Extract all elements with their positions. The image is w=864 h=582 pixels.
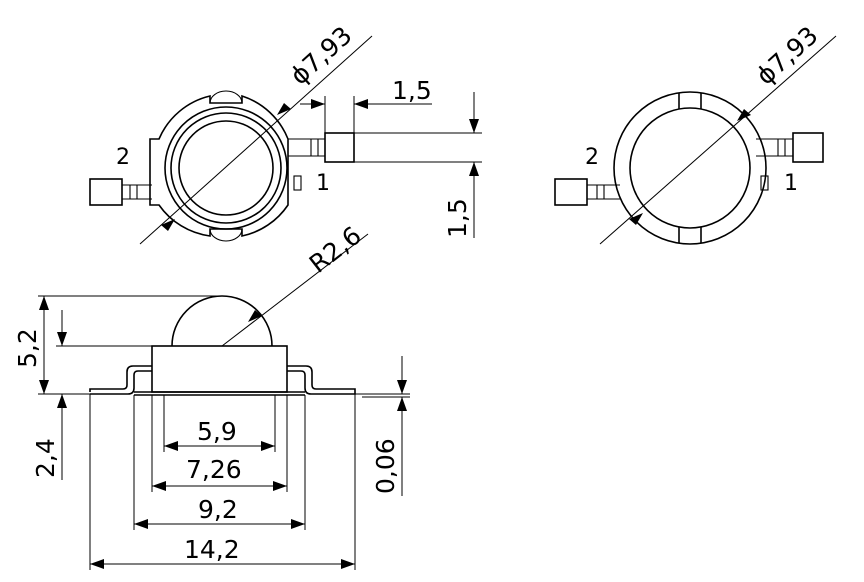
arrow-head <box>469 162 479 176</box>
arrow-head <box>629 213 643 225</box>
arrow-head <box>737 109 751 121</box>
notch-top <box>209 90 243 104</box>
pin-label-1: 1 <box>784 171 798 196</box>
diameter-label: ϕ7,93 <box>285 21 358 91</box>
notch-bottom <box>209 228 243 242</box>
body-ring-outer <box>613 91 767 245</box>
arrow-head <box>57 394 67 408</box>
thickness-label: 0,06 <box>371 438 400 494</box>
lead-right <box>287 365 356 395</box>
body-block <box>151 345 288 393</box>
arrow-head <box>397 397 407 411</box>
side-view: R2,6 5,2 2,4 0,06 <box>13 221 410 570</box>
body-ring-inner <box>629 107 751 229</box>
arrow-head <box>57 332 67 346</box>
lens-ring-middle <box>170 112 282 224</box>
height-total-label: 5,2 <box>13 328 42 368</box>
body-outline <box>149 94 289 237</box>
top-view-right: ϕ7,93 2 1 <box>554 21 837 245</box>
arrow-head <box>273 481 287 491</box>
lead-right <box>756 132 824 191</box>
lens-ring-outer <box>164 106 288 230</box>
lens-dome <box>171 295 273 347</box>
top-view-left: ϕ7,93 1,5 1,5 2 1 <box>89 21 482 245</box>
lead-left <box>89 178 152 206</box>
arrow-head <box>152 481 166 491</box>
arrow-head <box>354 99 368 109</box>
width-total-label: 14,2 <box>184 535 240 564</box>
arrow-head <box>291 519 305 529</box>
height-dim-label: 1,5 <box>443 198 472 238</box>
arrow-head <box>248 310 262 322</box>
arrow-head <box>90 559 104 569</box>
lead-right <box>288 132 355 191</box>
arrow-head <box>341 559 355 569</box>
arrow-head <box>397 380 407 394</box>
arrow-head <box>39 380 49 394</box>
width-inner-label: 5,9 <box>197 417 237 446</box>
arrow-head <box>311 99 325 109</box>
lead-left <box>89 365 152 395</box>
arrow-head <box>469 119 479 133</box>
width-dim-label: 1,5 <box>392 76 432 105</box>
width-body-label: 7,26 <box>186 455 242 484</box>
pin-label-2: 2 <box>116 145 130 170</box>
height-base-label: 2,4 <box>31 438 60 478</box>
arrow-head <box>164 441 178 451</box>
arrow-head <box>161 219 175 231</box>
lens-ring-inner <box>178 120 274 216</box>
diameter-label: ϕ7,93 <box>751 21 824 91</box>
pin-label-2: 2 <box>585 145 599 170</box>
arrow-head <box>39 296 49 310</box>
pin-label-1: 1 <box>316 171 330 196</box>
arrow-head <box>261 441 275 451</box>
width-pads-label: 9,2 <box>198 495 238 524</box>
arrow-head <box>134 519 148 529</box>
lead-left <box>554 178 620 206</box>
radius-label: R2,6 <box>304 221 367 279</box>
arrow-head <box>277 103 291 115</box>
